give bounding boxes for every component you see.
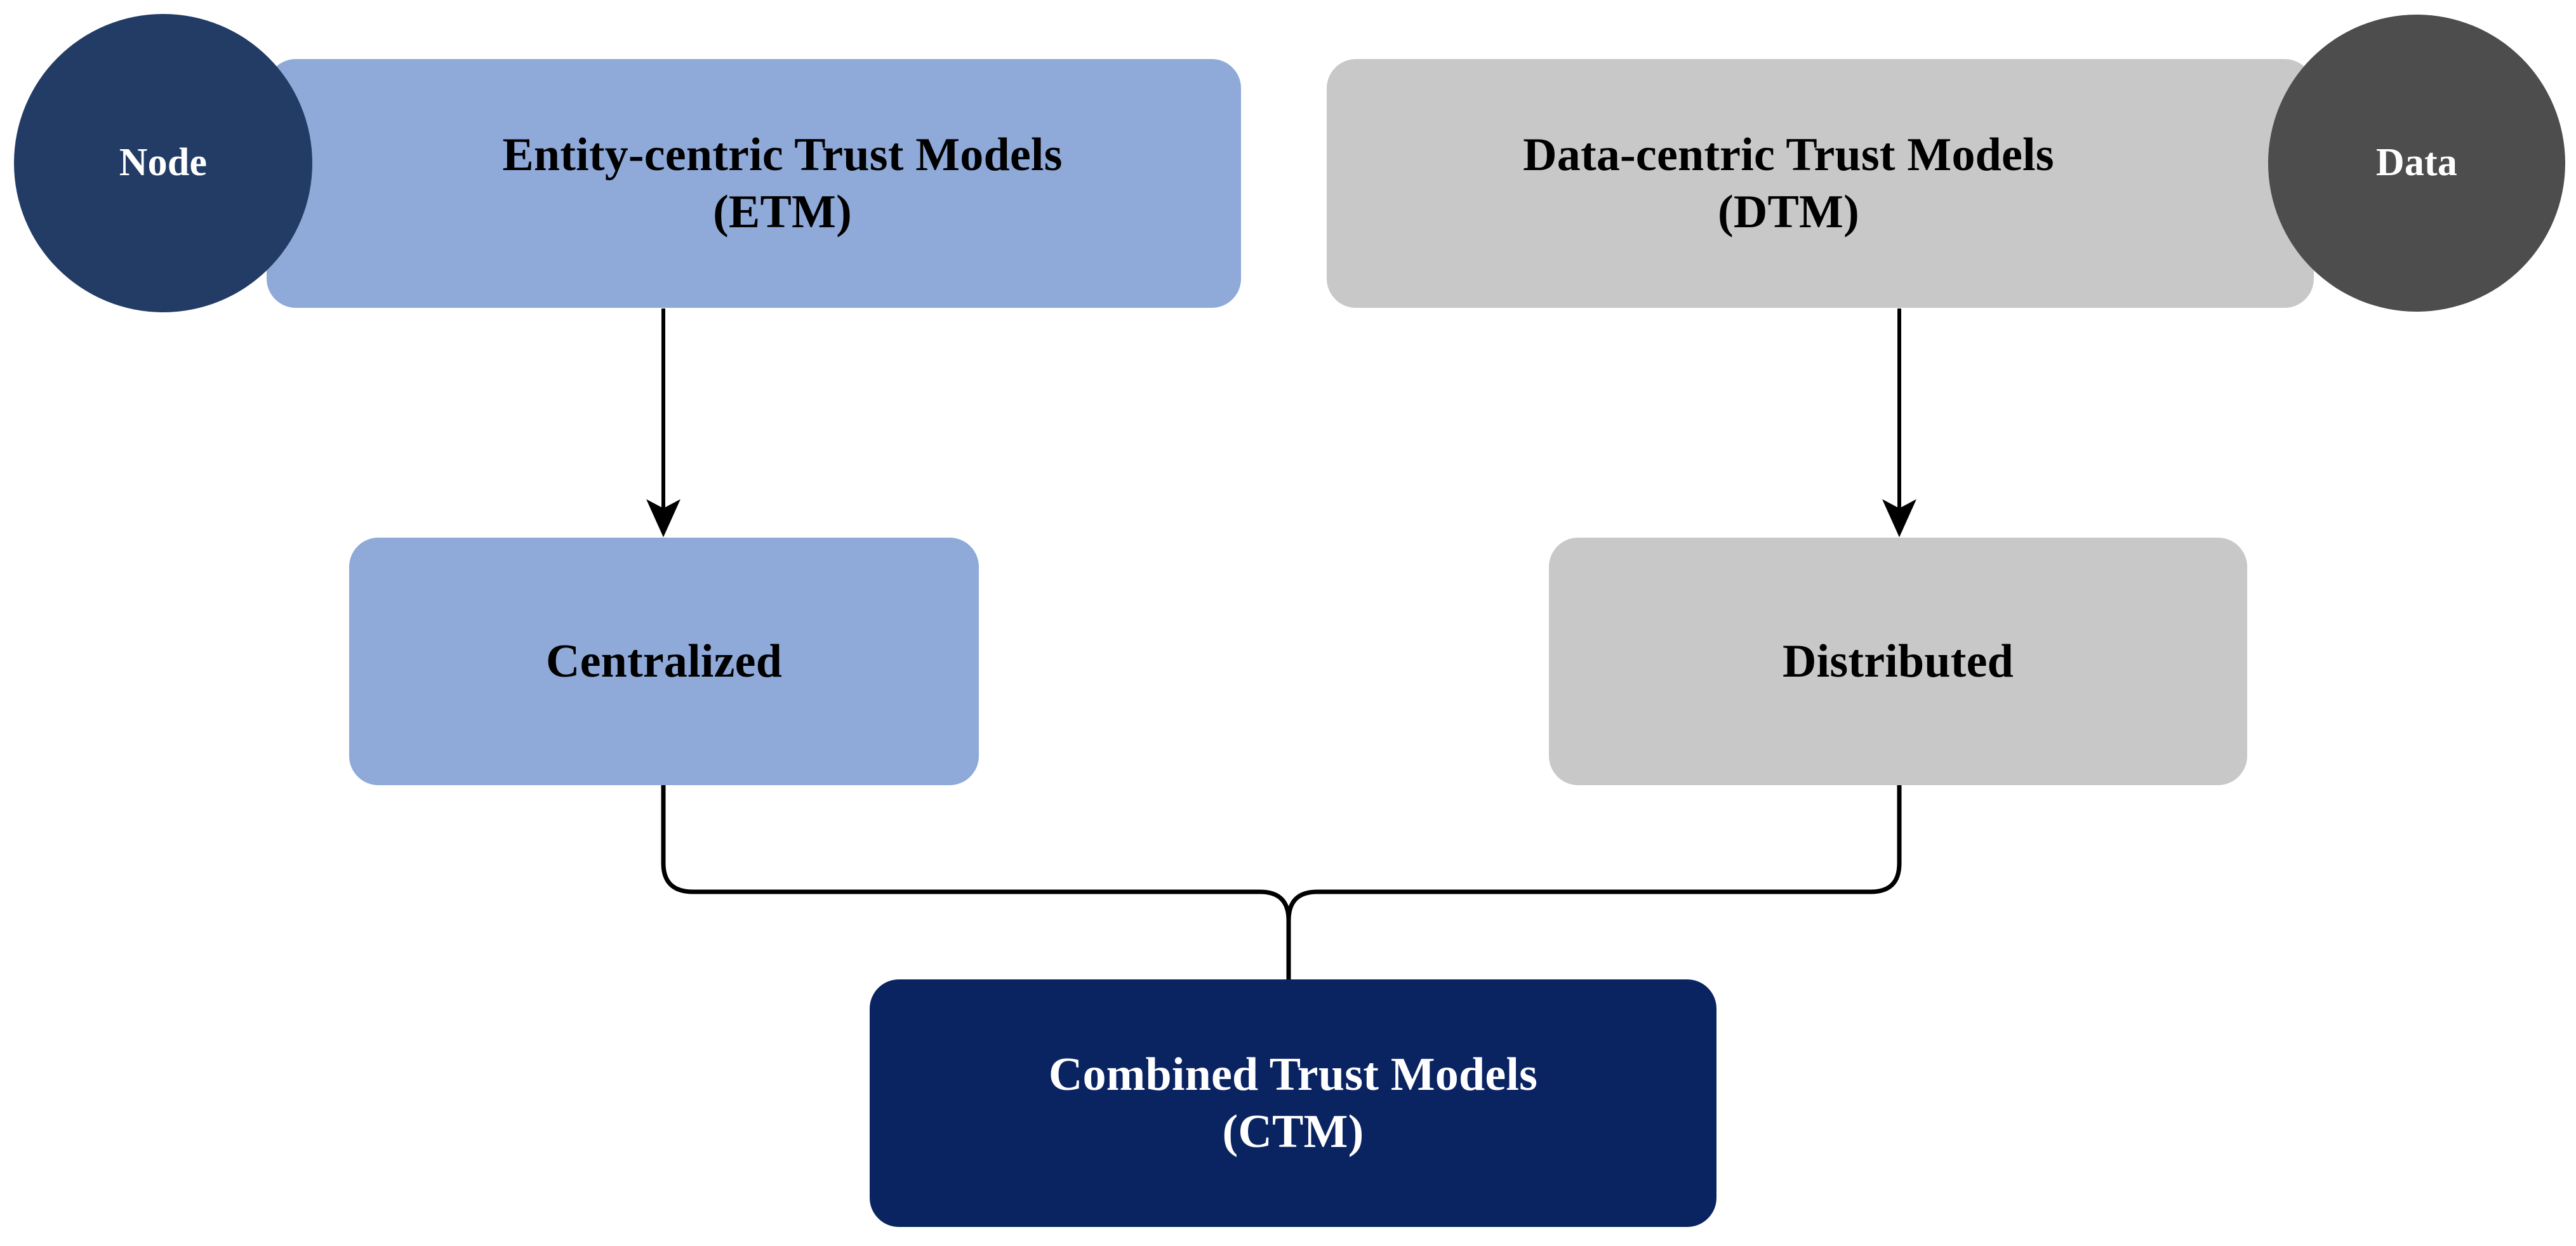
combined-trust-models-box[interactable]: Combined Trust Models (CTM) [870,979,1716,1227]
entity-centric-trust-models-box[interactable]: Entity-centric Trust Models (ETM) [267,59,1241,308]
distributed-box[interactable]: Distributed [1549,538,2247,785]
combined-trust-models-label: Combined Trust Models (CTM) [1048,1048,1538,1158]
data-centric-trust-models-label: Data-centric Trust Models (DTM) [1523,128,2054,238]
node-circle-label: Node [119,141,208,185]
node-circle[interactable]: Node [14,14,312,312]
data-circle-label: Data [2375,141,2458,185]
data-circle[interactable]: Data [2268,15,2565,312]
centralized-label: Centralized [545,635,783,687]
data-centric-trust-models-box[interactable]: Data-centric Trust Models (DTM) [1327,59,2314,308]
entity-centric-trust-models-label: Entity-centric Trust Models (ETM) [502,128,1063,238]
distributed-label: Distributed [1783,635,2014,687]
brace-centralized-distributed-to-ctm [661,785,1902,923]
centralized-box[interactable]: Centralized [349,538,979,785]
